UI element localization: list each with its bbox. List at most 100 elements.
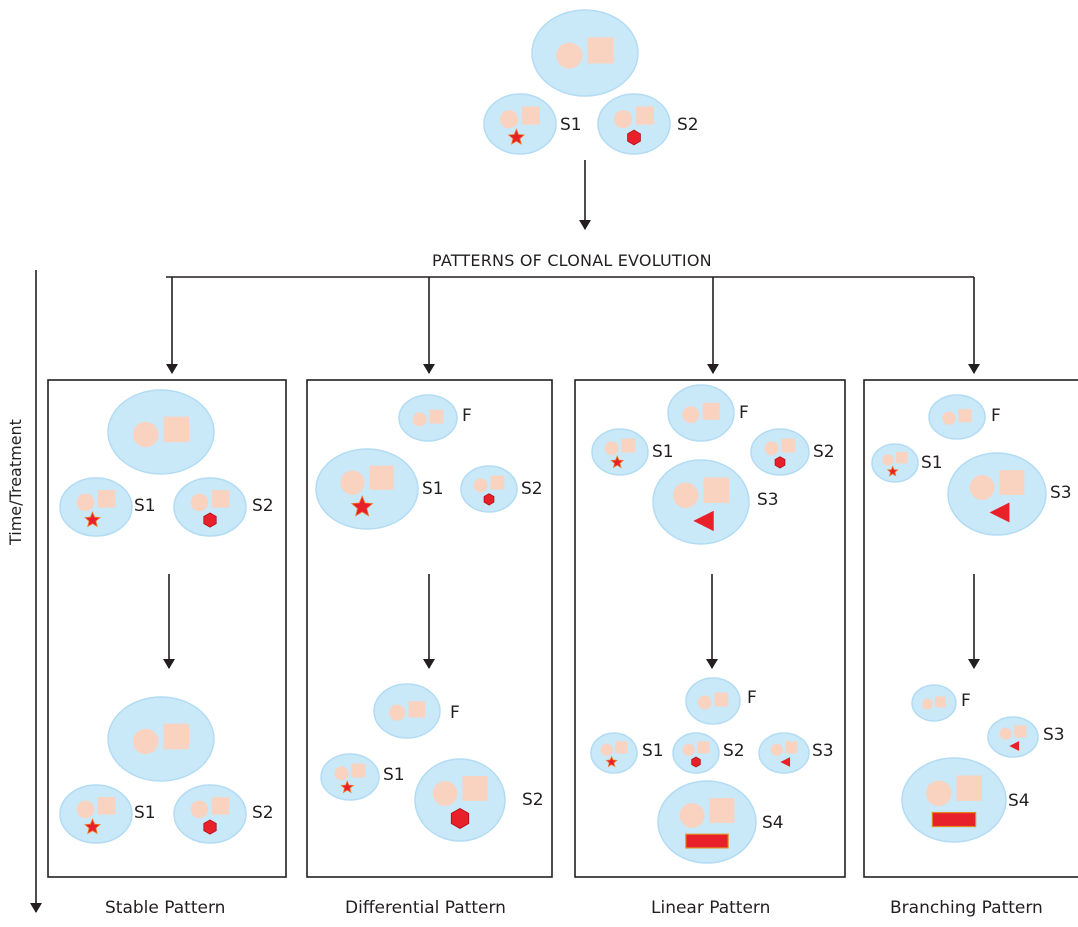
top-clone-s2-nucleus-square: [635, 106, 654, 125]
linear-before-s3-body: [652, 459, 750, 545]
differential-before-f-label: F: [462, 406, 472, 426]
branching-after-s4-body: [901, 757, 1007, 843]
differential-before-s2: [460, 465, 518, 513]
branching-after-s4-nucleus-circle: [926, 780, 952, 807]
linear-after-f-label: F: [747, 688, 757, 708]
linear-before-f-body: [667, 384, 735, 442]
differential-before-s1-label: S1: [422, 479, 444, 499]
top-parent-clone-nucleus-square: [587, 37, 614, 64]
hexagon-icon: [203, 512, 217, 528]
stable-before-s1-nucleus-square: [97, 490, 116, 508]
stable-after-s2: [173, 784, 247, 844]
branching-before-s3-label: S3: [1050, 483, 1072, 503]
branching-before-s1-nucleus-circle: [882, 454, 894, 466]
stable-after-s2-nucleus-circle: [190, 800, 209, 819]
linear-after-s3-label: S3: [812, 741, 834, 761]
triangle-icon: [780, 757, 791, 767]
stable-before-s2: [173, 477, 247, 537]
linear-after-s3-nucleus-square: [785, 741, 798, 754]
linear-after-s4-label: S4: [762, 813, 784, 833]
stable-before-parent-nucleus-square: [163, 416, 189, 443]
stable-pattern-caption: Stable Pattern: [105, 898, 226, 918]
linear-after-s2-nucleus-square: [697, 741, 710, 754]
stable-before-parent-nucleus-circle: [133, 421, 159, 448]
linear-after-f: [685, 677, 741, 725]
differential-before-s2-label: S2: [521, 479, 543, 499]
differential-after-f-body: [373, 683, 441, 739]
clone-cells: [59, 9, 1047, 864]
triangle-icon: [1009, 741, 1020, 751]
top-label-s2: S2: [677, 115, 699, 135]
linear-after-s4-body: [657, 780, 757, 864]
stable-before-s1-body: [59, 477, 133, 537]
differential-after-s1-label: S1: [383, 765, 405, 785]
linear-after-s4-nucleus-circle: [679, 803, 705, 828]
linear-before-s2-nucleus-circle: [764, 441, 779, 456]
top-parent-clone: [531, 9, 639, 97]
stable-after-parent-nucleus-circle: [133, 728, 159, 755]
branching-before-s1: [871, 443, 919, 483]
stable-panel-box: [47, 379, 287, 878]
linear-before-s1-body: [591, 428, 649, 476]
linear-before-s3: [652, 459, 750, 545]
stable-before-s2-nucleus-square: [211, 490, 230, 508]
diagram-title: PATTERNS OF CLONAL EVOLUTION: [432, 251, 712, 270]
stable-before-s2-nucleus-circle: [190, 493, 209, 512]
differential-before-f-nucleus-circle: [412, 412, 427, 427]
top-clone-s1: [483, 93, 557, 155]
stable-after-s2-nucleus-square: [211, 797, 230, 815]
stable-before-parent: [107, 389, 215, 475]
stable-before-s1: [59, 477, 133, 537]
linear-after-f-nucleus-circle: [697, 695, 712, 710]
hexagon-icon: [627, 129, 641, 146]
branching-after-f-nucleus-square: [935, 696, 946, 708]
top-clone-s1-nucleus-circle: [500, 110, 519, 129]
linear-before-s2-nucleus-square: [781, 438, 796, 453]
linear-before-s3-label: S3: [757, 490, 779, 510]
differential-after-s2: [414, 758, 506, 842]
linear-after-s1-label: S1: [642, 741, 664, 761]
differential-after-s2-label: S2: [522, 790, 544, 810]
branching-before-f-body: [928, 394, 986, 440]
branching-before-f-nucleus-square: [958, 409, 972, 423]
differential-after-s1-body: [320, 753, 380, 801]
stable-after-s1-nucleus-circle: [76, 800, 95, 819]
branching-after-f: [911, 684, 957, 722]
branching-before-s3-body: [947, 452, 1047, 536]
branching-before-s3-nucleus-square: [999, 470, 1025, 495]
linear-after-s2: [672, 732, 720, 774]
top-label-s1: S1: [560, 115, 582, 135]
branching-before-f-label: F: [991, 406, 1001, 426]
top-parent-clone-body: [531, 9, 639, 97]
star-icon: [507, 128, 526, 145]
differential-panel-box: [306, 379, 553, 878]
branching-after-f-label: F: [961, 691, 971, 711]
differential-after-f: [373, 683, 441, 739]
differential-before-s1-nucleus-circle: [340, 470, 365, 495]
rectangle-icon: [685, 833, 729, 849]
linear-before-s3-nucleus-circle: [673, 482, 699, 509]
linear-after-s4-nucleus-square: [709, 798, 735, 823]
linear-after-s2-nucleus-circle: [682, 743, 695, 756]
branching-before-f: [928, 394, 986, 440]
differential-after-s2-nucleus-circle: [432, 781, 458, 806]
linear-before-s2: [750, 428, 810, 476]
differential-before-s1-nucleus-square: [369, 465, 394, 490]
top-clone-s2-nucleus-circle: [614, 110, 633, 129]
differential-after-s1-nucleus-square: [351, 763, 366, 778]
branching-after-f-body: [911, 684, 957, 722]
linear-after-s1: [590, 732, 638, 774]
top-parent-clone-nucleus-circle: [556, 42, 583, 69]
linear-pattern-caption: Linear Pattern: [651, 898, 771, 918]
branching-before-s1-nucleus-square: [896, 451, 908, 464]
differential-before-f-body: [398, 394, 458, 442]
branching-after-s4: [901, 757, 1007, 843]
differential-after-s1: [320, 753, 380, 801]
linear-after-s1-nucleus-square: [615, 741, 628, 754]
linear-after-s3-nucleus-circle: [770, 743, 783, 756]
stable-before-s2-label: S2: [252, 496, 274, 516]
branching-after-s3-label: S3: [1043, 725, 1065, 745]
rectangle-icon: [931, 811, 977, 828]
differential-pattern-caption: Differential Pattern: [345, 898, 506, 918]
